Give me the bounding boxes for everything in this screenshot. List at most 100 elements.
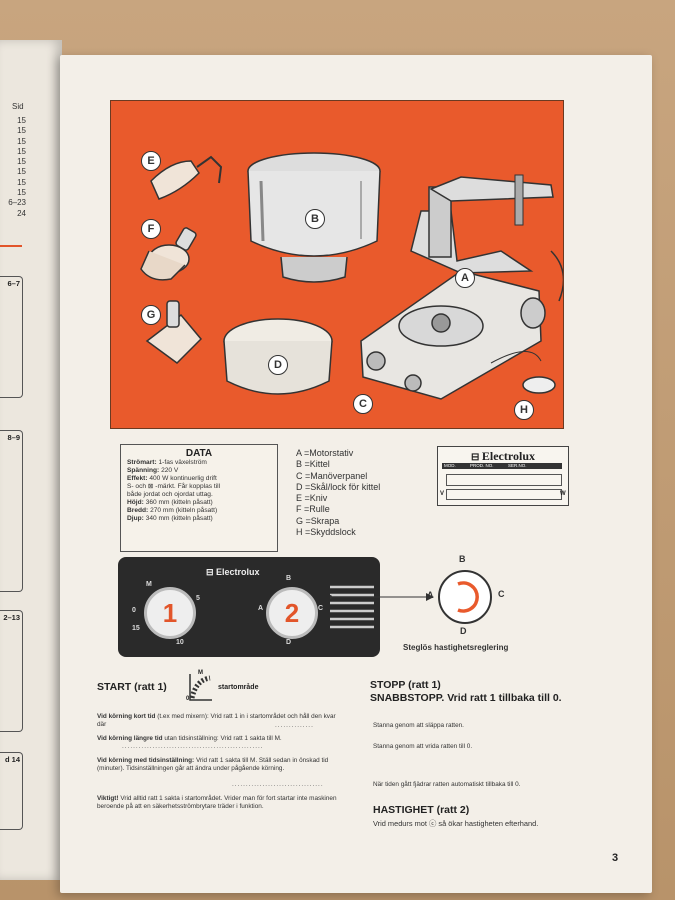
electrolux-logo-icon: ⊟ <box>471 452 482 463</box>
left-page-index-item: 15 <box>17 167 26 177</box>
dial2-tick: A <box>258 605 264 612</box>
result-timer: När tiden gått fjädrar ratten automatisk… <box>373 781 521 788</box>
left-page-index-item: 15 <box>17 177 26 187</box>
label-h: H <box>514 400 534 420</box>
dial2-tick: C <box>318 605 324 612</box>
appliance-drawing <box>140 152 565 400</box>
speed-title: HASTIGHET (ratt 2) <box>373 804 470 816</box>
dial-2: 2 <box>266 587 318 639</box>
speed-text: Vrid medurs mot ⓒ så ökar hastigheten ef… <box>373 819 539 828</box>
result-long: Stanna genom att vrida ratten till 0. <box>373 743 473 750</box>
nameplate-field: MOD. <box>444 462 456 468</box>
nameplate-brand: ⊟ Electrolux <box>471 449 535 463</box>
leader-dots: .............. <box>275 722 314 729</box>
label-f: F <box>141 219 161 239</box>
label-g: G <box>141 305 161 325</box>
label-c: C <box>353 394 373 414</box>
quick-stop-title: SNABBSTOPP. Vrid ratt 1 tillbaka till 0. <box>370 692 562 704</box>
pointer-arrow <box>330 593 434 601</box>
instruction-long: Vid körning längre tid utan tidsinställn… <box>97 735 282 742</box>
instruction-timer: Vid körning med tidsinställning: Vrid ra… <box>97 757 329 773</box>
nameplate-field: PROD. NO. <box>470 462 494 468</box>
label-d: D <box>268 355 288 375</box>
roller-part-drawing <box>140 227 197 281</box>
dial1-tick: 15 <box>132 625 140 632</box>
start-title: START (ratt 1) <box>97 681 167 693</box>
speed-label-b: B <box>459 554 466 564</box>
instruction-short: Vid körning kort tid (t.ex med mixern): … <box>97 713 336 729</box>
left-page-box: 6–7 <box>0 276 23 398</box>
data-row: Strömart: 1-fas växelström <box>127 459 207 466</box>
left-page-index-item: 6–23 <box>8 198 26 208</box>
data-row: Effekt: 400 W kontinuerlig drift <box>127 475 217 482</box>
knife-part-drawing <box>150 155 223 200</box>
speed-label-d: D <box>460 626 467 636</box>
label-a: A <box>455 268 475 288</box>
legend-item: D =Skål/lock för kittel <box>296 481 381 492</box>
legend-item: F =Rulle <box>296 504 330 515</box>
legend-item: A =Motorstativ <box>296 448 354 458</box>
motor-stand-drawing <box>360 174 565 400</box>
left-page-index-item: 15 <box>17 116 26 125</box>
speed-label-a: A <box>427 590 434 600</box>
speed-dial-drawing <box>438 570 492 624</box>
instruction-important: Viktigt! Vrid alltid ratt 1 sakta i star… <box>97 795 337 811</box>
left-page-box: 8–9 <box>0 430 23 592</box>
vent-grille <box>330 585 374 629</box>
leader-dots: ................................. <box>232 781 324 788</box>
data-title: DATA <box>185 448 213 459</box>
leader-dots: ........................................… <box>122 743 264 750</box>
speed-arc-icon <box>457 581 479 613</box>
dial1-tick: 5 <box>196 595 200 602</box>
appliance-illustration: E F G B D A C H <box>110 100 565 429</box>
scraper-part-drawing <box>145 300 203 364</box>
speed-caption: Steglös hastighetsreglering <box>403 643 509 652</box>
left-page-index-item: 15 <box>17 188 26 198</box>
dial1-tick: 10 <box>176 639 184 646</box>
legend-item: G =Skrapa <box>296 515 340 526</box>
label-b: B <box>305 209 325 229</box>
legend-item: C =Manöverpanel <box>296 470 368 481</box>
data-row: Höjd: 360 mm (kitteln påsatt) <box>127 499 213 506</box>
dial2-tick: B <box>286 575 292 582</box>
nameplate-w: W <box>560 491 566 497</box>
left-page-index-item: 15 <box>17 126 26 136</box>
panel-brand: ⊟ Electrolux <box>206 567 260 577</box>
data-row: Djup: 340 mm (kitteln påsatt) <box>127 515 213 522</box>
result-short: Stanna genom att släppa ratten. <box>373 722 464 729</box>
start-area-label: startområde <box>218 684 259 691</box>
orange-rule <box>0 245 22 247</box>
left-page-index-item: 15 <box>17 146 26 156</box>
left-page-index-item: 24 <box>17 208 26 218</box>
left-page-box: d 14 <box>0 752 23 830</box>
legend-item: E =Kniv <box>296 493 328 504</box>
data-row: Spänning: 220 V <box>127 467 179 474</box>
protective-lid-drawing <box>490 351 556 394</box>
speed-label-c: C <box>498 589 505 599</box>
legend-item: H =Skyddslock <box>296 527 356 538</box>
left-page-box: 2–13 <box>0 610 23 732</box>
legend-item: B =Kittel <box>296 459 330 470</box>
control-panel-drawing: ⊟ Electrolux 1 M 0 15 10 5 2 B A C D <box>118 557 380 657</box>
left-page-header: Sid <box>12 102 24 111</box>
label-e: E <box>141 151 161 171</box>
data-row: S- och ⊠ -märkt. Får kopplas till <box>127 483 221 490</box>
stop-title: STOPP (ratt 1) <box>370 679 441 691</box>
page-number: 3 <box>612 852 619 864</box>
dial2-tick: D <box>286 639 292 646</box>
dial1-tick: M <box>146 581 152 588</box>
dial1-tick: 0 <box>132 607 136 614</box>
left-page-index-item: 15 <box>17 136 26 146</box>
electrolux-logo-icon: ⊟ <box>206 567 217 577</box>
rating-nameplate: ⊟ Electrolux MOD. PROD. NO. SER.NO. V W <box>437 446 569 506</box>
nameplate-field: SER.NO. <box>508 462 527 468</box>
start-area-icon: M 0 <box>186 670 214 704</box>
dial-1: 1 <box>144 587 196 639</box>
data-row: Bredd: 270 mm (kitteln påsatt) <box>127 507 218 514</box>
left-page-index-item: 15 <box>17 157 26 167</box>
